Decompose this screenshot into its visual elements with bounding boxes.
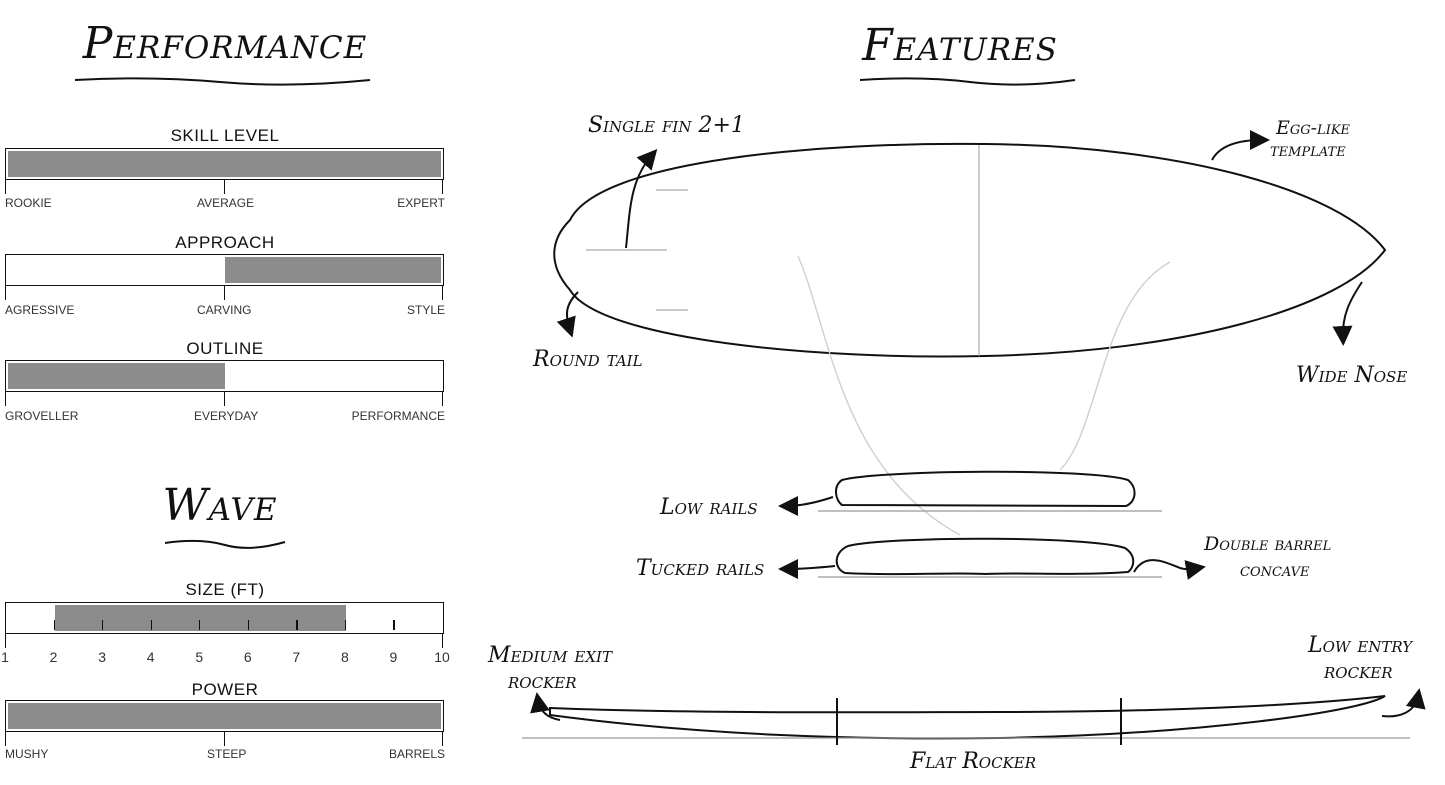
wide-nose-label: Wide Nose (1296, 363, 1408, 388)
arrow-tucked-rails (778, 558, 836, 579)
meter-title: APPROACH (175, 233, 275, 252)
size-tick-label: 10 (434, 649, 450, 665)
size-tick (247, 620, 249, 630)
meter-title: SIZE (FT) (185, 580, 265, 599)
template-label: template (1270, 139, 1346, 161)
arrow-low-entry (1381, 688, 1426, 718)
meter-tick (224, 286, 226, 300)
size-tick (344, 620, 347, 630)
meter-label-low: MUSHY (5, 747, 49, 761)
size-tick (393, 620, 395, 630)
meter-tick (224, 392, 226, 406)
meter-title: OUTLINE (186, 339, 264, 358)
meter-label-high: EXPERT (397, 196, 445, 210)
arrow-wide-nose (1332, 281, 1363, 346)
meter-label-mid: AVERAGE (197, 196, 255, 210)
double-barrel-label: Double barrel (1204, 533, 1332, 555)
board-outline (553, 142, 1387, 358)
meter-label-mid: EVERYDAY (194, 409, 259, 423)
wave-underline (164, 539, 286, 549)
meter-bar (5, 360, 444, 392)
size-tick-label: 2 (49, 649, 58, 665)
meter-title: SKILL LEVEL (170, 126, 280, 145)
meter-label-high: BARRELS (388, 747, 445, 761)
arrow-single-fin (625, 148, 658, 249)
tucked-rail-section (835, 537, 1135, 576)
single-fin-label: Single fin 2+1 (588, 113, 745, 138)
size-tick (199, 620, 201, 630)
arrow-low-rails (778, 495, 834, 516)
guide-line-right (1059, 261, 1171, 471)
meter-tick (224, 180, 226, 194)
meter-tick (5, 286, 7, 300)
meter-tick (5, 732, 7, 746)
medium-exit-rocker-label: rocker (508, 669, 577, 694)
meter-bar (5, 254, 444, 286)
meter-bar (5, 148, 444, 180)
meter-label-low: ROOKIE (5, 196, 52, 210)
meter-label-low: AGRESSIVE (5, 303, 75, 317)
size-tick (442, 634, 444, 648)
arrow-double-barrel (1133, 559, 1206, 580)
arrow-medium-exit (530, 692, 561, 721)
low-entry-label: Low entry (1308, 633, 1413, 658)
low-rails-label: Low rails (660, 495, 758, 520)
features-heading: Features (862, 20, 1058, 71)
size-tick-label: 4 (146, 649, 155, 665)
guide-line-left (797, 255, 961, 536)
meter-tick (442, 732, 444, 746)
egg-like-label: Egg-like (1276, 117, 1351, 139)
meter-label-mid: STEEP (207, 747, 247, 761)
arrow-round-tail (556, 291, 579, 338)
size-tick-label: 8 (340, 649, 349, 665)
meter-tick (5, 392, 7, 406)
low-entry-rocker-label: rocker (1324, 659, 1393, 684)
flat-rocker-label: Flat Rocker (910, 749, 1037, 774)
performance-heading: Performance (82, 18, 368, 69)
meter-fill (8, 363, 225, 389)
size-tick-label: 3 (98, 649, 107, 665)
size-tick (5, 634, 7, 648)
size-tick-label: 9 (389, 649, 398, 665)
size-tick (53, 620, 55, 630)
meter-tick (442, 286, 444, 300)
medium-exit-label: Medium exit (488, 643, 612, 668)
size-tick-label: 7 (292, 649, 301, 665)
meter-title: POWER (191, 680, 259, 699)
features-underline (859, 77, 1076, 86)
meter-tick (442, 180, 444, 194)
meter-fill (8, 151, 441, 177)
meter-fill (8, 703, 441, 729)
size-tick-label: 1 (1, 649, 9, 665)
concave-label: concave (1240, 559, 1310, 581)
size-tick (102, 620, 104, 630)
meter-label-high: PERFORMANCE (351, 409, 445, 423)
meter-bar (5, 700, 444, 732)
wave-heading: Wave (162, 480, 278, 531)
rocker-profile (549, 695, 1386, 740)
size-tick (296, 620, 298, 630)
tucked-rails-label: Tucked rails (636, 556, 765, 581)
performance-underline (74, 77, 371, 86)
meter-label-high: STYLE (406, 303, 445, 317)
round-tail-label: Round tail (533, 347, 643, 372)
meter-bar (5, 602, 444, 634)
meter-tick (224, 732, 226, 746)
meter-fill (224, 257, 441, 283)
size-tick-label: 5 (195, 649, 204, 665)
meter-tick (442, 392, 444, 406)
meter-tick (5, 180, 7, 194)
meter-label-mid: CARVING (197, 303, 252, 317)
meter-label-low: GROVELLER (5, 409, 79, 423)
low-rail-section (835, 470, 1136, 508)
size-tick-label: 6 (243, 649, 252, 665)
size-tick (150, 620, 152, 630)
arrow-egg (1211, 130, 1270, 161)
